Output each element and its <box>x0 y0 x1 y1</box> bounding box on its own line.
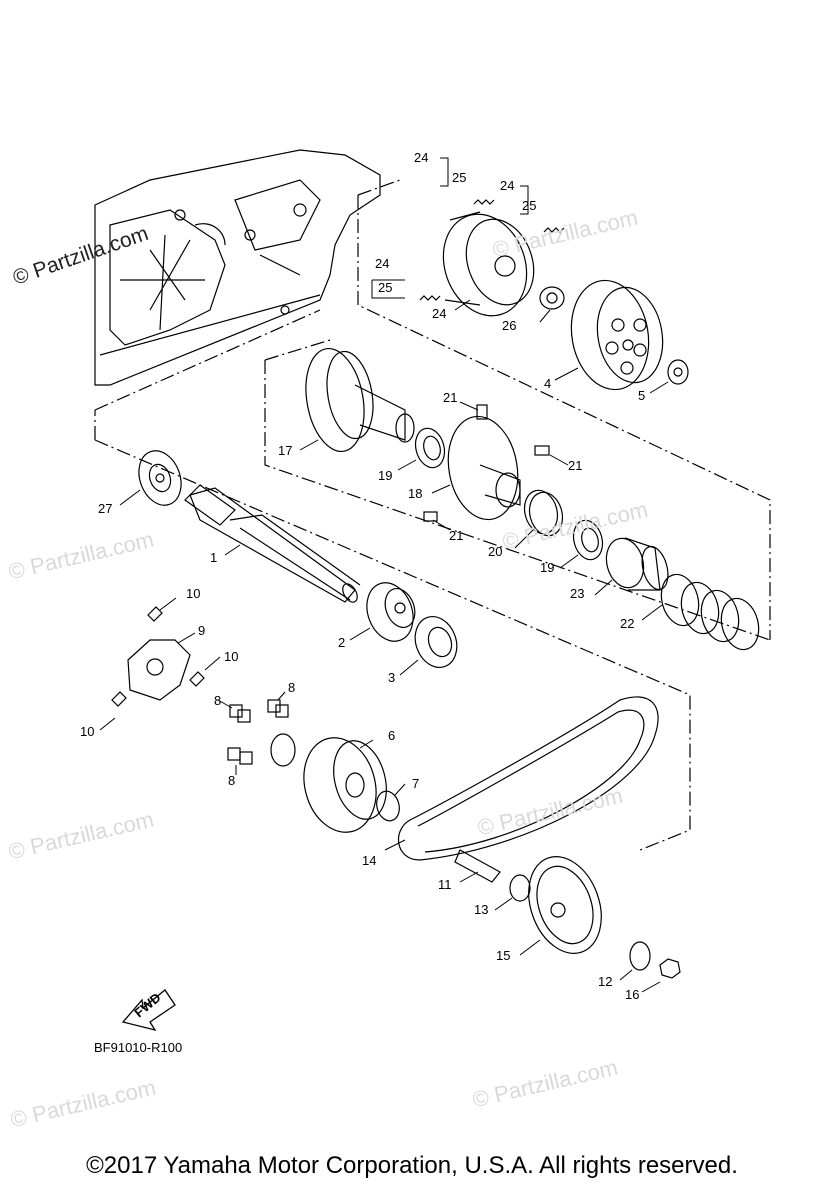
collar-7 <box>376 790 400 822</box>
callout-18: 18 <box>408 486 422 501</box>
callout-3: 3 <box>388 670 395 685</box>
collar-11 <box>454 849 501 883</box>
secondary-sliding-sheave-18 <box>447 415 521 521</box>
callout-2: 2 <box>338 635 345 650</box>
callout-11: 11 <box>438 877 452 892</box>
callout-26: 26 <box>502 318 516 333</box>
callout-19a: 19 <box>378 468 392 483</box>
callout-8c: 8 <box>228 773 235 788</box>
callout-13: 13 <box>474 902 488 917</box>
callout-27: 27 <box>98 501 112 516</box>
callout-6: 6 <box>388 728 395 743</box>
callout-21b: 21 <box>568 458 582 473</box>
callout-12: 12 <box>598 974 612 989</box>
callout-17: 17 <box>278 443 292 458</box>
callout-21a: 21 <box>443 390 457 405</box>
compression-spring-22 <box>660 573 760 651</box>
callout-brackets <box>371 157 529 299</box>
nut-26 <box>539 286 565 310</box>
oil-seal-19b <box>572 519 604 561</box>
v-belt-14 <box>397 696 659 861</box>
callout-14: 14 <box>362 853 376 868</box>
nut-16 <box>659 958 681 979</box>
oil-seal-19a <box>414 427 446 469</box>
callout-16: 16 <box>625 987 639 1002</box>
callout-labels: 1 2 3 4 5 6 7 8 8 8 9 10 10 10 11 12 13 … <box>80 150 645 1002</box>
callout-22: 22 <box>620 616 634 631</box>
crankcase-outline <box>94 149 381 386</box>
leader-lines <box>99 299 669 993</box>
washer-12 <box>629 941 651 971</box>
callout-19b: 19 <box>540 560 554 575</box>
nut-5 <box>667 359 689 385</box>
slides-10 <box>111 606 205 707</box>
weights-8 <box>227 699 289 765</box>
copyright-notice: ©2017 Yamaha Motor Corporation, U.S.A. A… <box>86 1152 738 1179</box>
callout-7: 7 <box>412 776 419 791</box>
oil-seal-3 <box>414 616 458 668</box>
secondary-sheave-shaft-1 <box>184 484 361 603</box>
callout-21c: 21 <box>449 528 463 543</box>
callout-25b: 25 <box>522 198 536 213</box>
callout-5: 5 <box>638 388 645 403</box>
cam-9 <box>127 639 191 701</box>
callout-24c: 24 <box>375 256 389 271</box>
callout-8b: 8 <box>214 693 221 708</box>
callout-24b: 24 <box>500 178 514 193</box>
bearing-2 <box>366 582 416 642</box>
callout-9: 9 <box>198 623 205 638</box>
o-rings-20 <box>523 489 564 537</box>
callout-4: 4 <box>544 376 551 391</box>
callout-1: 1 <box>210 550 217 565</box>
group-boundary-lines <box>94 179 771 851</box>
diagram-code: BF91010-R100 <box>94 1040 183 1055</box>
sliding-sheave-17 <box>305 347 415 453</box>
primary-fixed-sheave-15 <box>528 855 602 955</box>
clutch-carrier-assembly <box>442 211 535 317</box>
callout-24d: 24 <box>432 306 446 321</box>
spring-seat-23 <box>605 537 669 591</box>
primary-sliding-sheave-6 <box>270 733 387 833</box>
springs-25 <box>419 199 565 301</box>
callout-8a: 8 <box>288 680 295 695</box>
guide-pins-21 <box>423 404 550 522</box>
callout-10c: 10 <box>80 724 94 739</box>
callout-24a: 24 <box>414 150 428 165</box>
clutch-housing-4 <box>570 279 664 391</box>
forward-arrow-icon <box>121 989 176 1032</box>
bearing-27 <box>138 450 182 506</box>
callout-20: 20 <box>488 544 502 559</box>
callout-10a: 10 <box>186 586 200 601</box>
callout-25a: 25 <box>452 170 466 185</box>
washer-13 <box>509 874 531 902</box>
callout-23: 23 <box>570 586 584 601</box>
callout-15: 15 <box>496 948 510 963</box>
callout-25c: 25 <box>378 280 392 295</box>
callout-10b: 10 <box>224 649 238 664</box>
